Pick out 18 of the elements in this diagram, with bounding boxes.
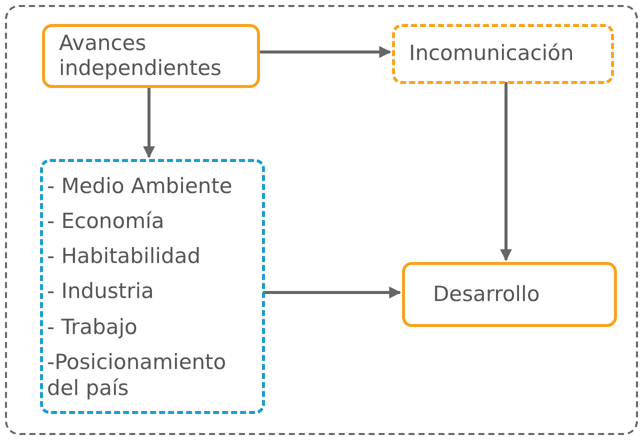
process-box: [392, 24, 614, 84]
list-box: [40, 159, 265, 414]
list-item: - Economía: [47, 208, 166, 234]
arrow: [263, 286, 402, 298]
list-item: - Habitabilidad: [47, 243, 202, 270]
arrow: [258, 46, 392, 58]
box-label: Avances independientes: [59, 30, 222, 82]
arrow: [143, 86, 155, 158]
process-box: [402, 262, 617, 327]
box-label: Desarrollo: [433, 282, 541, 308]
list-item: - Industria: [47, 278, 155, 305]
box-label: Incomunicación: [409, 41, 575, 67]
arrow: [500, 82, 512, 262]
list-item: - Medio Ambiente: [47, 172, 234, 199]
diagram-frame: [5, 5, 638, 435]
list-item: - Trabajo: [47, 314, 138, 340]
list-item: -Posicionamiento del país: [47, 348, 228, 402]
process-box: [42, 24, 260, 88]
